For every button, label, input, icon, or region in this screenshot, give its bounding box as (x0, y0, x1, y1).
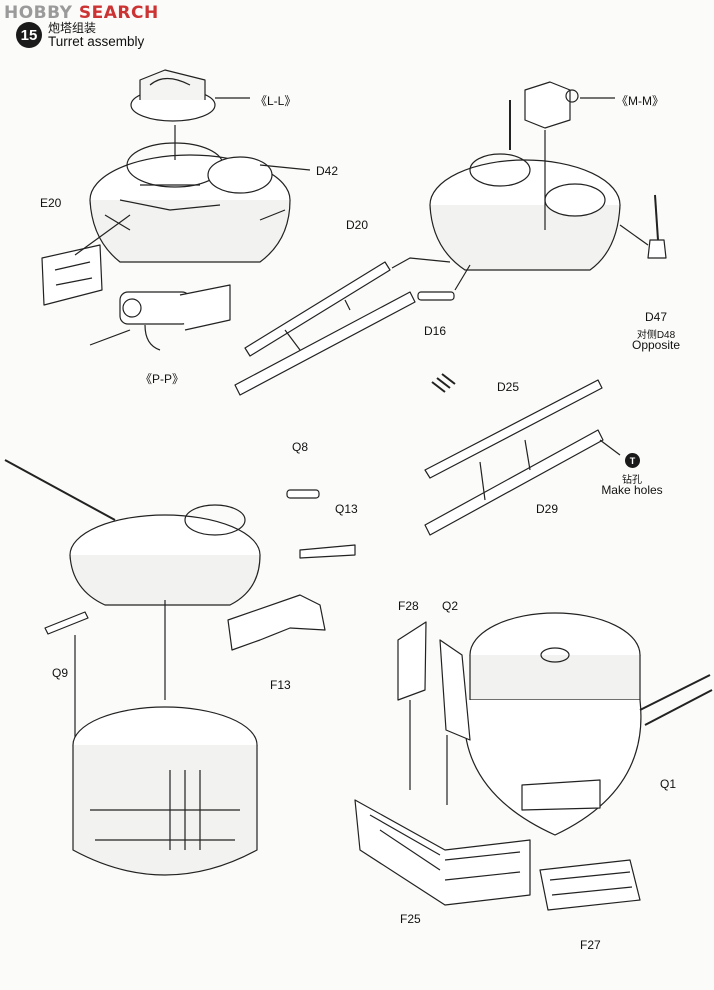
label-f25: F25 (400, 912, 421, 926)
label-d25: D25 (497, 380, 520, 394)
label-d47: D47 (644, 310, 668, 324)
part-pp (119, 284, 231, 331)
leader-lower (409, 700, 448, 805)
site-logo: HOBBY SEARCH (4, 3, 159, 23)
step-title-cn: 炮塔组装 (48, 21, 97, 35)
part-d16 (417, 291, 455, 301)
label-e20: E20 (40, 196, 62, 210)
part-q2 (439, 639, 471, 741)
leader-pp (89, 324, 161, 351)
label-f28: F28 (398, 599, 419, 613)
tilde-marker (431, 373, 456, 393)
hatch-mm (524, 81, 579, 129)
label-q1: Q1 (660, 777, 677, 791)
label-q8: Q8 (292, 440, 309, 454)
part-q13 (299, 544, 356, 559)
label-f27: F27 (580, 938, 601, 952)
label-opposite: Opposite (631, 338, 681, 352)
logo-main: HOBBY (4, 3, 73, 23)
part-q9 (44, 611, 89, 635)
label-make-holes: Make holes (601, 483, 663, 497)
turret-middle-left (4, 459, 261, 606)
label-detail-mm: 《M-M》 (616, 94, 664, 108)
part-f13 (227, 594, 326, 651)
barrel-d25 (424, 379, 604, 536)
turret-top-right (429, 100, 621, 271)
part-f25 (354, 799, 531, 906)
logo-sub: SEARCH (78, 3, 159, 23)
label-d42: D42 (316, 164, 339, 178)
label-d20: D20 (346, 218, 369, 232)
step-title-en: Turret assembly (48, 34, 145, 49)
label-d16: D16 (424, 324, 447, 338)
label-d48-cn: 对侧D48 (636, 330, 676, 341)
leader-d20 (391, 257, 451, 269)
label-q2: Q2 (442, 599, 459, 613)
label-drill-cn: 钻孔 (622, 475, 642, 486)
step-number-badge: 15 (16, 22, 42, 48)
turret-ring-lower-left (72, 706, 258, 876)
part-f27 (539, 859, 641, 911)
leader-d47 (619, 224, 649, 246)
leader-e20 (74, 214, 131, 256)
leader-d42 (259, 164, 311, 171)
leader-drill (599, 439, 621, 456)
part-q1 (521, 779, 601, 811)
turret-top-left (89, 142, 291, 263)
leader-d16 (454, 264, 471, 291)
label-detail-pp: 《P-P》 (140, 372, 185, 386)
part-f28 (397, 621, 427, 701)
drill-icon: T (625, 453, 640, 468)
label-d29: D29 (536, 502, 559, 516)
label-detail-ll: 《L-L》 (255, 94, 297, 108)
part-e20 (41, 244, 103, 306)
part-q8 (286, 489, 320, 499)
barrel-d20 (234, 261, 416, 396)
label-f13: F13 (270, 678, 291, 692)
part-d47 (647, 194, 667, 259)
label-q13: Q13 (335, 502, 358, 516)
hatch-ll (130, 69, 216, 122)
label-q9: Q9 (52, 666, 69, 680)
